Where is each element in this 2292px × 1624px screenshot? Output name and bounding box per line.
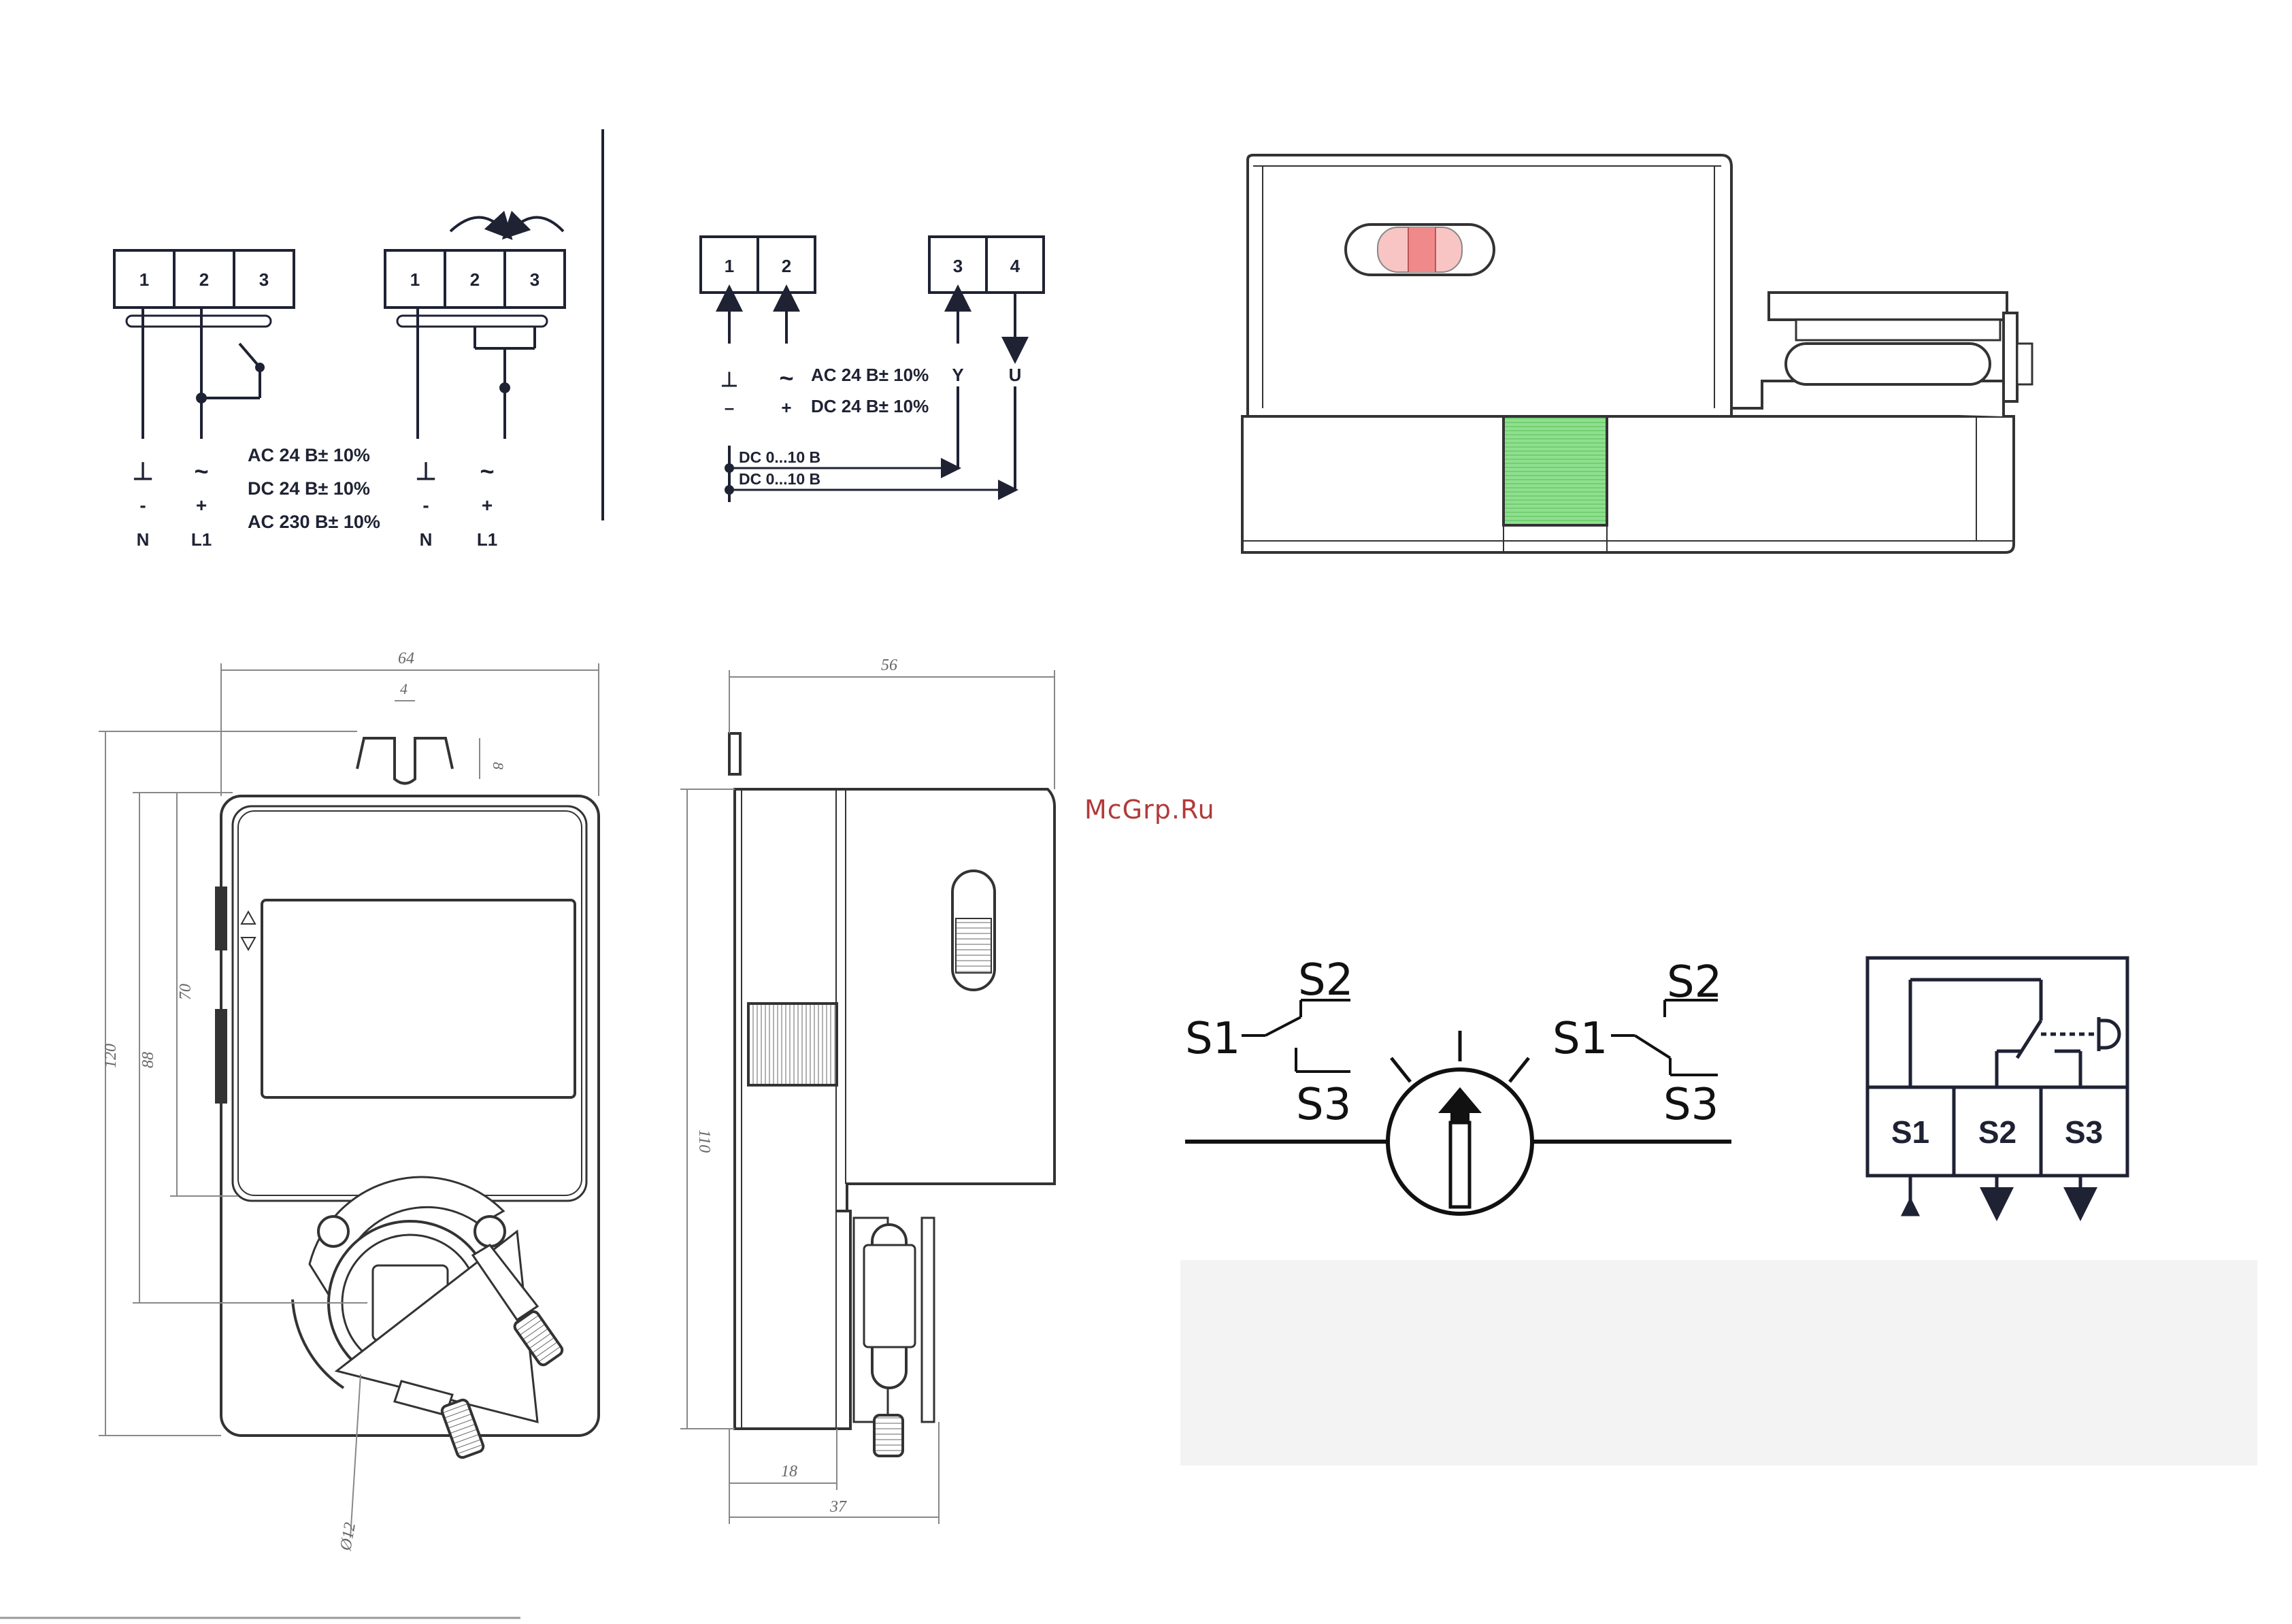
watermark-text: McGrp.Ru <box>1084 795 1215 825</box>
terminal-block-labels: S1 S2 S3 <box>1891 1114 2103 1150</box>
plus-b: + <box>482 495 493 516</box>
actuator-housing <box>1248 155 1731 416</box>
minus-r: – <box>725 397 734 418</box>
dim-shaft-diameter: Ø12 <box>337 1521 359 1553</box>
supply-ac230: AC 230 B± 10% <box>248 512 380 532</box>
bracket-top <box>1769 293 2007 320</box>
l1-label-a: L1 <box>191 529 212 550</box>
left-s3-label: S3 <box>1296 1080 1351 1130</box>
plus-a: + <box>196 495 207 516</box>
terminal-signal-3: 3 <box>953 256 963 276</box>
dim-height-total: 120 <box>102 1044 120 1068</box>
supply-r-ac24: AC 24 B± 10% <box>811 365 929 385</box>
terminal-a-3: 3 <box>259 269 269 290</box>
l1-label-b: L1 <box>477 529 497 550</box>
terminal-b-3: 3 <box>530 269 539 290</box>
terminal-b-1: 1 <box>410 269 420 290</box>
terminal-power-2: 2 <box>782 256 791 276</box>
dim-slot-depth: 8 <box>490 762 507 769</box>
wiring-right-labels: 1 2 3 4 ⊥ ~ – + AC 24 B± 10% DC 24 B± 10… <box>720 256 1021 488</box>
dim-shaft-offset: 18 <box>781 1463 797 1480</box>
right-s1-label: S1 <box>1552 1014 1608 1064</box>
terminal-signal-4: 4 <box>1010 256 1020 276</box>
dim-slot-width: 4 <box>400 680 408 697</box>
bracket-slot <box>1786 344 1990 384</box>
plus-r: + <box>781 397 791 418</box>
actuator-base <box>1242 416 2014 552</box>
left-s2-label: S2 <box>1298 955 1353 1006</box>
ground-symbol-a: ⊥ <box>132 457 153 485</box>
dim-width-front: 64 <box>398 650 414 667</box>
ground-symbol-r: ⊥ <box>720 369 738 391</box>
switch-terminal-block <box>1867 958 2127 1214</box>
terminal-s3: S3 <box>2065 1114 2103 1150</box>
dim-height-body: 88 <box>139 1052 157 1068</box>
side-view-drawing <box>680 670 1054 1524</box>
terminal-a-2: 2 <box>199 269 209 290</box>
supply-dc24: DC 24 B± 10% <box>248 478 370 499</box>
right-s3-label: S3 <box>1663 1080 1718 1130</box>
side-gear <box>748 1004 837 1085</box>
u-label: U <box>1009 365 1022 385</box>
dim-width-side: 56 <box>881 657 897 674</box>
ac-symbol-a: ~ <box>194 457 208 485</box>
signal-line-2: DC 0...10 B <box>739 470 820 488</box>
supply-r-dc24: DC 24 B± 10% <box>811 396 929 416</box>
y-label: Y <box>952 365 963 385</box>
green-gear-indicator <box>1504 416 1607 525</box>
terminal-s2: S2 <box>1978 1114 2016 1150</box>
dim-height-side: 110 <box>695 1129 713 1153</box>
actuator-top-view <box>1242 155 2292 552</box>
ground-symbol-b: ⊥ <box>415 457 436 485</box>
n-label-a: N <box>137 529 150 550</box>
auxiliary-switch-diagram <box>1185 1000 1731 1214</box>
dim-height-window: 70 <box>177 984 195 1000</box>
terminal-b-2: 2 <box>470 269 480 290</box>
dim-depth-bracket: 37 <box>829 1498 847 1516</box>
minus-a: - <box>139 495 146 516</box>
n-label-b: N <box>420 529 433 550</box>
right-s2-label: S2 <box>1667 957 1722 1008</box>
ac-symbol-b: ~ <box>480 457 494 485</box>
side-housing <box>735 789 837 1429</box>
ac-symbol-r: ~ <box>779 364 793 392</box>
signal-line-1: DC 0...10 B <box>739 448 820 466</box>
wiring-left-labels: 1 2 3 1 2 3 ⊥ ~ - + N L1 ⊥ ~ - + N L1 AC… <box>132 269 539 550</box>
supply-ac24: AC 24 B± 10% <box>248 445 370 465</box>
terminal-power-1: 1 <box>725 256 734 276</box>
grey-panel <box>1180 1260 2257 1465</box>
front-view-drawing <box>99 663 599 1538</box>
terminal-s1: S1 <box>1891 1114 1929 1150</box>
terminal-a-1: 1 <box>139 269 149 290</box>
front-window <box>262 900 575 1097</box>
minus-b: - <box>422 495 429 516</box>
left-s1-label: S1 <box>1185 1014 1240 1064</box>
